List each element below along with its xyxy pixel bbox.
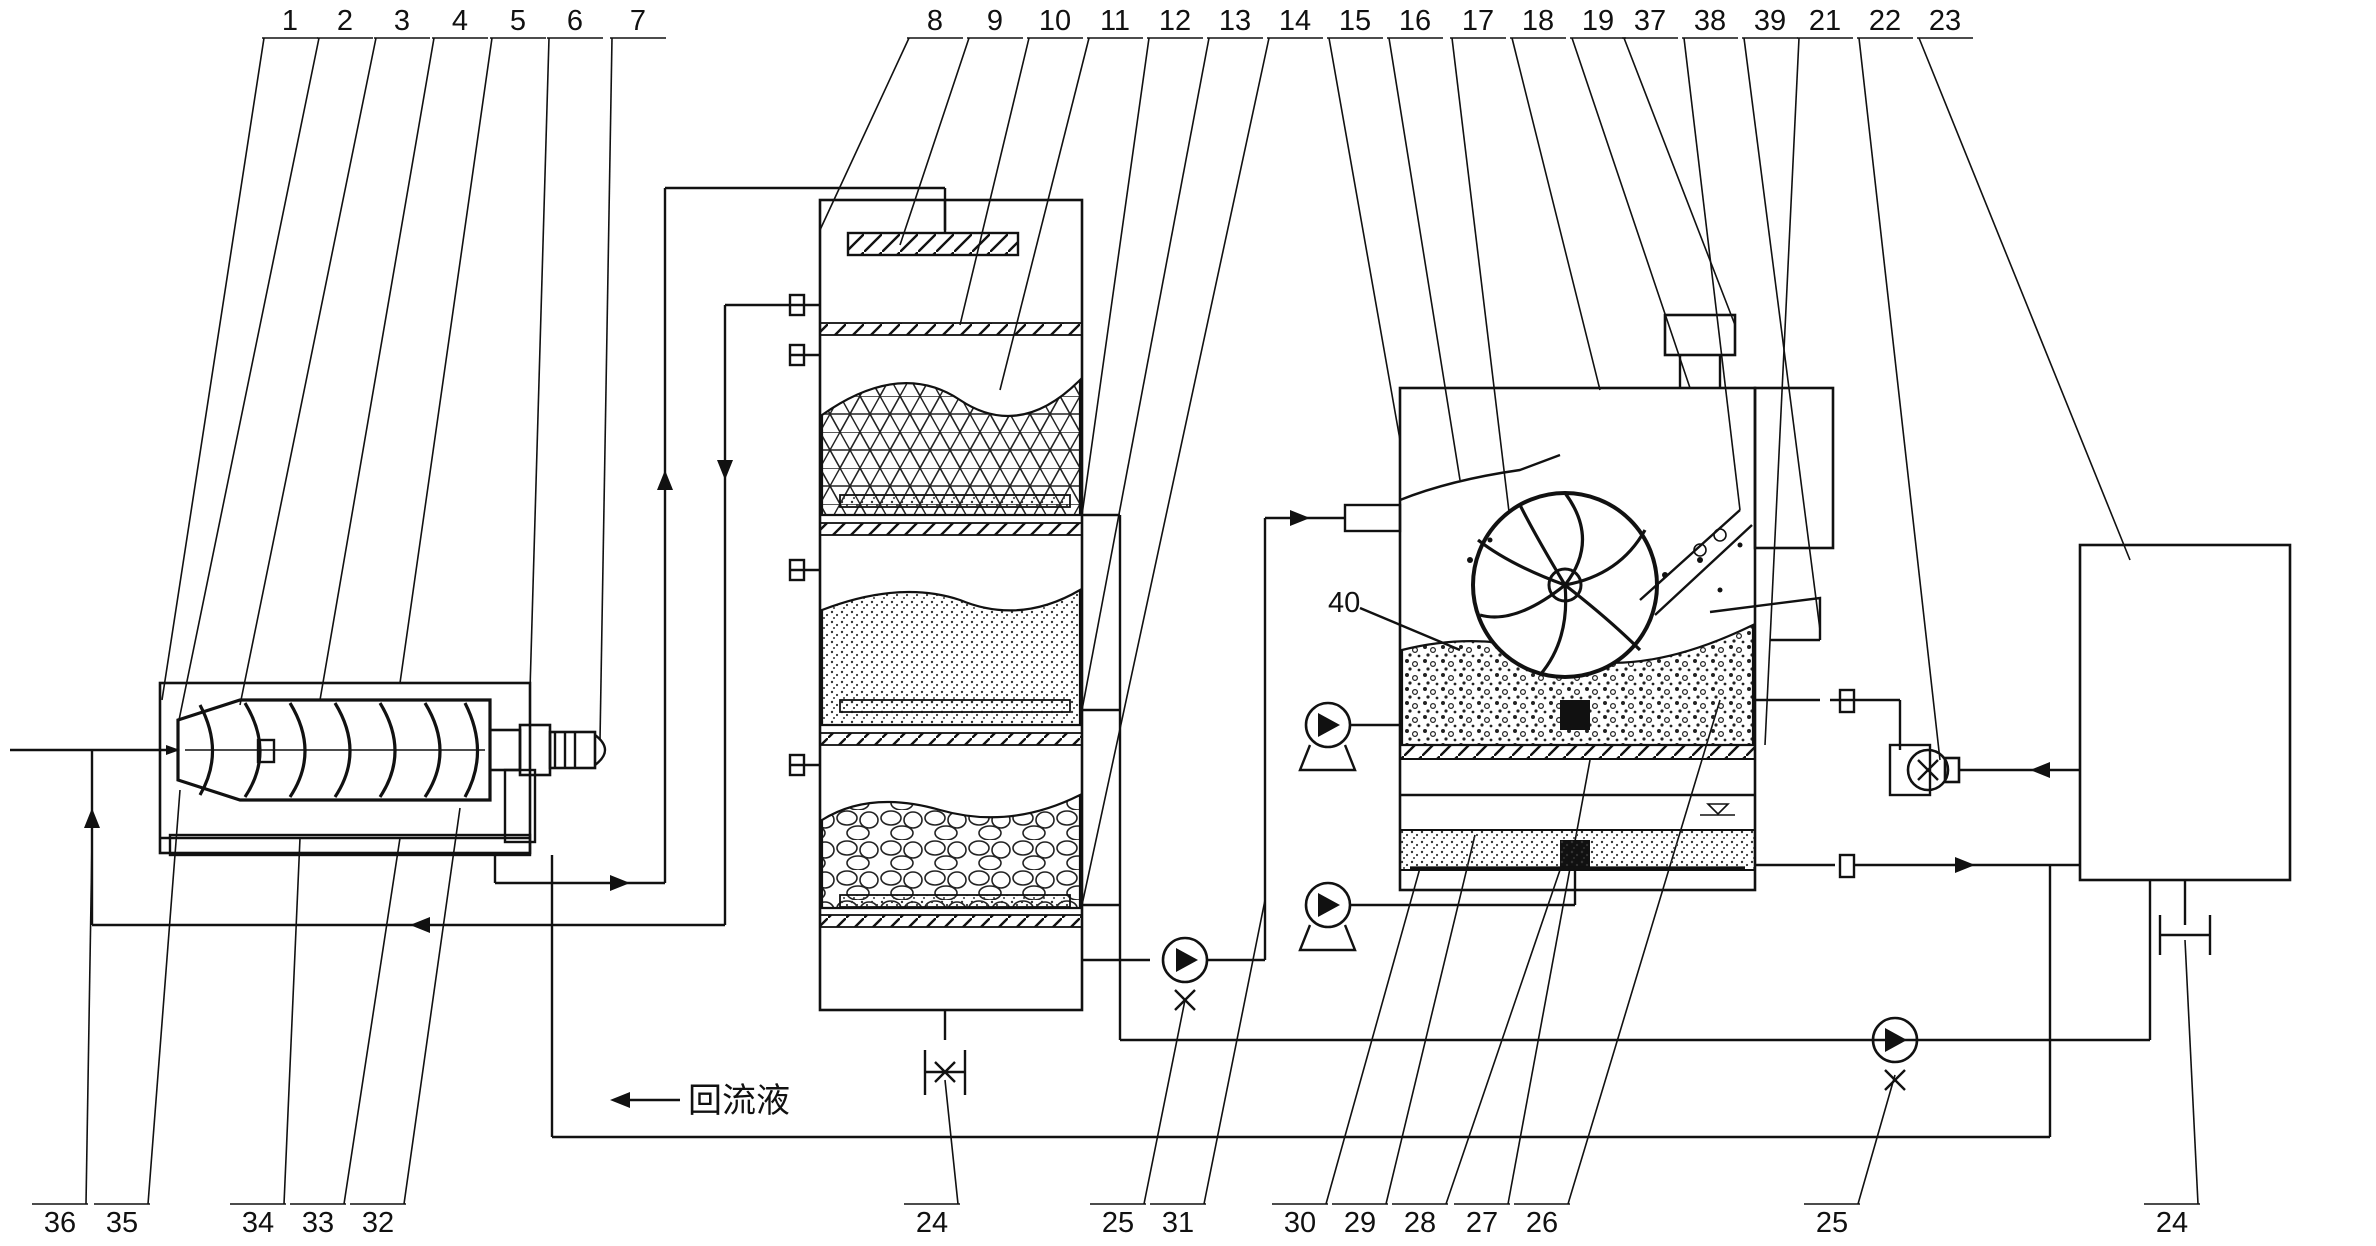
top-label-15: 15 <box>1339 5 1371 37</box>
decanter-centrifuge <box>10 186 2050 1139</box>
leader-line <box>343 837 401 1205</box>
top-label-16: 16 <box>1399 5 1431 37</box>
top-label-23: 23 <box>1929 5 1961 37</box>
leader-line <box>1451 37 1511 521</box>
leader-line <box>1328 37 1401 441</box>
leader-line <box>319 37 435 701</box>
leader-line <box>1858 37 1941 761</box>
leader-line <box>399 37 493 684</box>
top-label-2: 2 <box>337 5 353 37</box>
bottom-label-24: 24 <box>916 1207 948 1239</box>
top-label-39: 39 <box>1754 5 1786 37</box>
top-label-8: 8 <box>927 5 943 37</box>
bottom-label-36: 36 <box>44 1207 76 1239</box>
bottom-label-25: 25 <box>1816 1207 1848 1239</box>
leader-line <box>999 37 1090 391</box>
leader-line <box>1743 37 1821 631</box>
leader-line <box>1764 37 1800 746</box>
side-label-group: 40 <box>1328 587 1461 652</box>
top-label-5: 5 <box>510 5 526 37</box>
leader-line <box>899 37 970 246</box>
bottom-label-27: 27 <box>1466 1207 1498 1239</box>
top-label-6: 6 <box>567 5 583 37</box>
leader-line <box>1203 899 1266 1205</box>
leader-line <box>529 37 550 691</box>
reflux-legend: 回流液 <box>610 1082 790 1120</box>
top-label-38: 38 <box>1694 5 1726 37</box>
top-label-10: 10 <box>1039 5 1071 37</box>
leader-line <box>1385 834 1476 1205</box>
leader-line <box>1143 999 1186 1205</box>
top-label-4: 4 <box>452 5 468 37</box>
leader-line <box>147 789 181 1205</box>
top-label-17: 17 <box>1462 5 1494 37</box>
leader-line <box>403 807 461 1205</box>
biofilter-tower <box>788 198 2152 1095</box>
leader-line <box>1857 1074 1896 1205</box>
bottom-callout-labels: 36 35 34 33 32 24 25 31 30 29 28 27 26 25 24 <box>32 1203 2200 1239</box>
tower-valves <box>788 293 820 777</box>
top-label-19: 19 <box>1582 5 1614 37</box>
leader-line <box>1325 867 1421 1205</box>
bottom-label-34: 34 <box>242 1207 274 1239</box>
top-label-3: 3 <box>394 5 410 37</box>
top-label-11: 11 <box>1100 5 1130 37</box>
leader-line <box>2184 939 2199 1205</box>
top-label-13: 13 <box>1219 5 1251 37</box>
bottom-label-30: 30 <box>1284 1207 1316 1239</box>
leader-line <box>1567 699 1721 1205</box>
leader-line <box>819 37 910 231</box>
leader-line <box>599 37 613 741</box>
bottom-label-26: 26 <box>1526 1207 1558 1239</box>
leader-line <box>959 37 1030 326</box>
leader-line <box>1623 37 1736 326</box>
label-40: 40 <box>1328 587 1360 619</box>
top-label-9: 9 <box>987 5 1003 37</box>
top-label-22: 22 <box>1869 5 1901 37</box>
bottom-label-24: 24 <box>2156 1207 2188 1239</box>
top-label-37: 37 <box>1634 5 1666 37</box>
leader-line <box>283 837 301 1205</box>
bottom-label-29: 29 <box>1344 1207 1376 1239</box>
leader-line <box>1081 37 1150 516</box>
bottom-label-25: 25 <box>1102 1207 1134 1239</box>
top-label-21: 21 <box>1809 5 1841 37</box>
rotating-wheel <box>1471 491 1659 679</box>
bottom-label-31: 31 <box>1162 1207 1194 1239</box>
top-label-18: 18 <box>1522 5 1554 37</box>
bottom-label-33: 33 <box>302 1207 334 1239</box>
leader-lines <box>85 37 2199 1205</box>
leader-line <box>1511 37 1601 391</box>
reflux-label: 回流液 <box>688 1082 790 1120</box>
top-label-12: 12 <box>1159 5 1191 37</box>
leader-line <box>944 1079 959 1205</box>
leader-line <box>1683 37 1741 511</box>
bottom-label-28: 28 <box>1404 1207 1436 1239</box>
leader-line <box>1445 869 1561 1205</box>
leader-line <box>1081 37 1210 711</box>
leader-line <box>1571 37 1691 389</box>
bubble-dots <box>1467 537 1743 593</box>
top-label-14: 14 <box>1279 5 1311 37</box>
bottom-label-35: 35 <box>106 1207 138 1239</box>
storage-tank <box>1871 543 2292 1137</box>
leader-line <box>161 37 265 701</box>
leader-line <box>177 37 320 726</box>
bottom-label-32: 32 <box>362 1207 394 1239</box>
leader-line <box>239 37 377 706</box>
screw-conveyor <box>185 702 485 798</box>
top-label-1: 1 <box>282 5 298 37</box>
leader-line <box>1388 37 1461 481</box>
reactor-tank <box>1298 313 2080 952</box>
top-label-7: 7 <box>630 5 646 37</box>
leader-line <box>1081 37 1270 906</box>
leader-line <box>1918 37 2131 561</box>
